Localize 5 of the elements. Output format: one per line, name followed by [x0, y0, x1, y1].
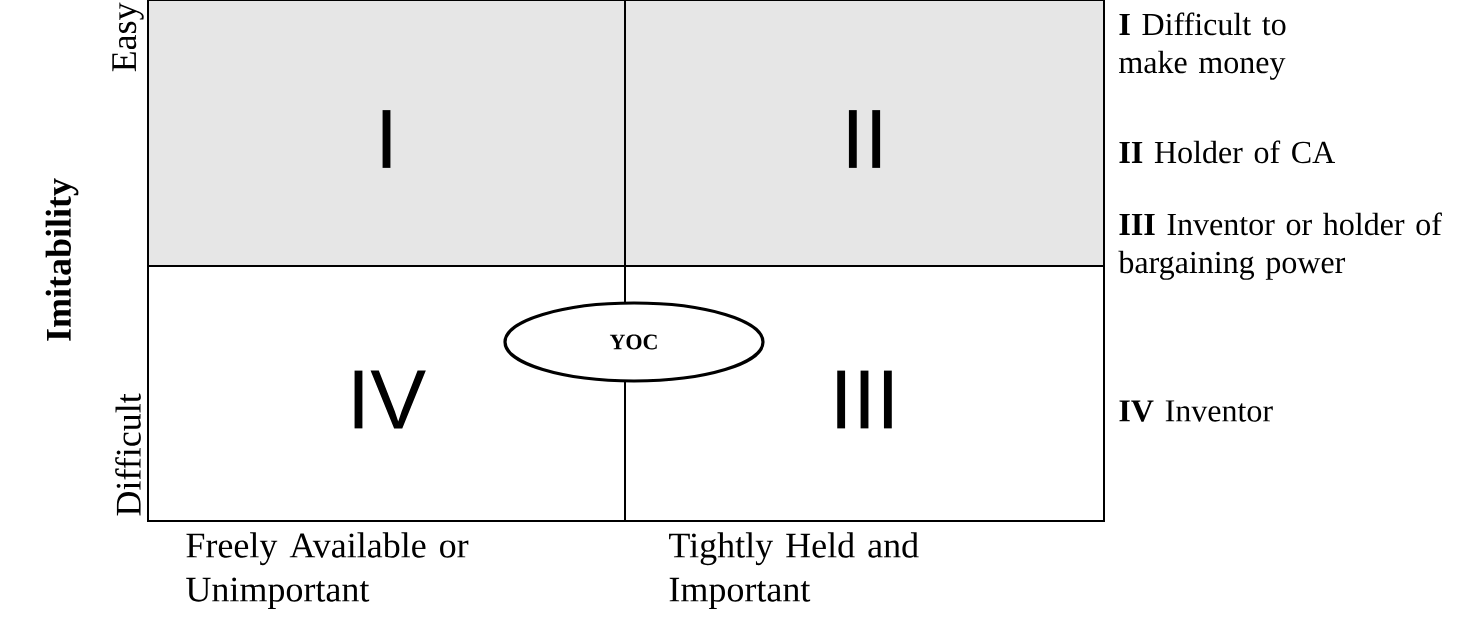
axis-title: Imitability [45, 178, 79, 341]
legend-text: III Inventor or holder of bargaining power [1118, 212, 1442, 280]
quadrant-box: II [624, 0, 1105, 267]
quadrant-box: I [147, 0, 626, 267]
axis-label: Tightly Held and Important [669, 532, 919, 609]
